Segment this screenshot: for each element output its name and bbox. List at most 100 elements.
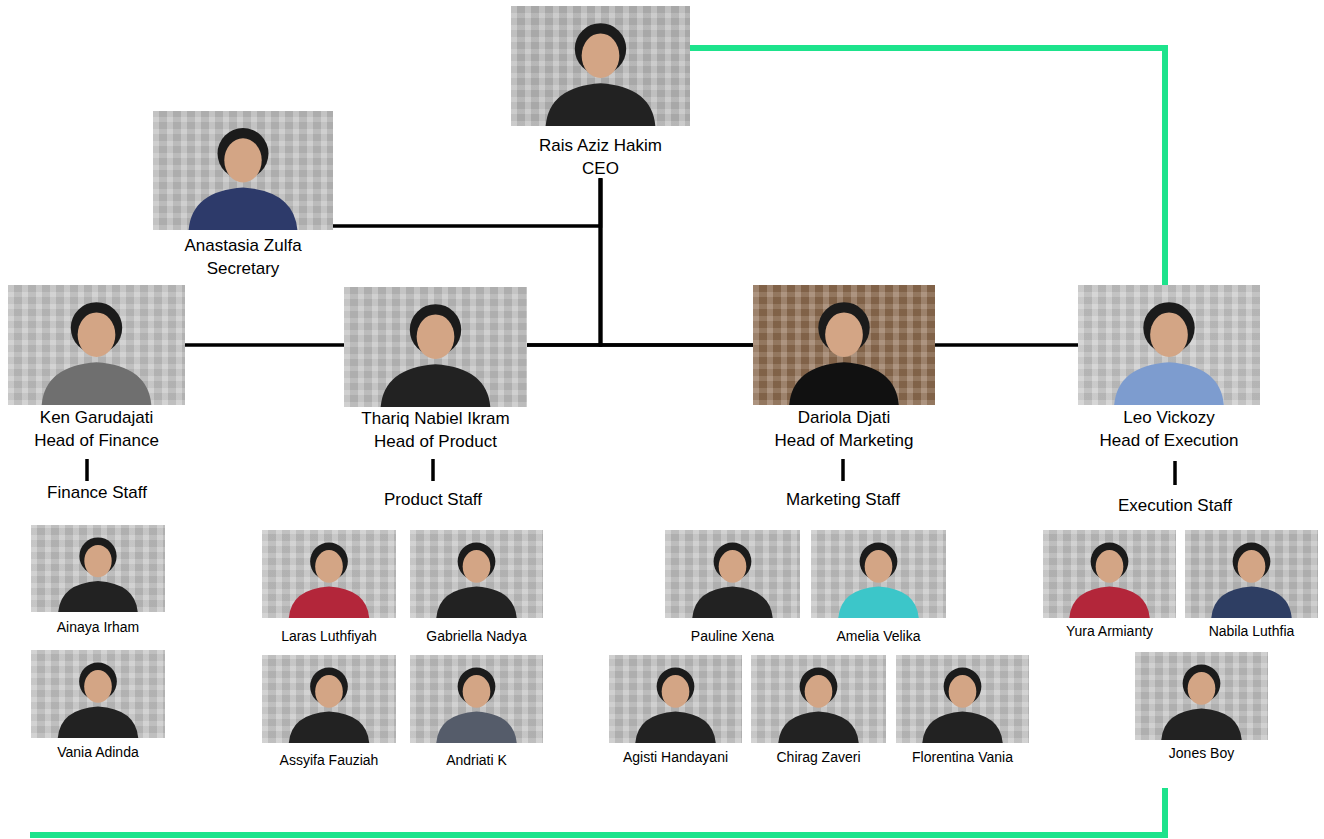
person-silhouette [31, 650, 165, 738]
group-label: Execution Staff [1118, 495, 1232, 517]
portrait-photo [410, 530, 543, 618]
portrait-photo [896, 655, 1029, 743]
person-name: Anastasia Zulfa [184, 234, 301, 257]
staff-card: Agisti Handayani [609, 655, 742, 766]
person-name: Dariola Djati [798, 406, 891, 429]
portrait-photo [410, 655, 543, 743]
reporting-line [527, 180, 601, 345]
person-silhouette [1135, 652, 1268, 740]
person-silhouette [410, 530, 543, 618]
staff-card: Andriati K [410, 655, 543, 769]
portrait-photo [665, 530, 800, 618]
role-title: Head of Finance [34, 429, 159, 452]
staff-card: Laras Luthfiyah [262, 530, 396, 645]
person-silhouette [1078, 285, 1260, 405]
person-card: Leo VickozyHead of Execution [1078, 285, 1260, 452]
reporting-line [601, 180, 754, 345]
staff-card: Amelia Velika [811, 530, 946, 645]
portrait-photo [751, 655, 886, 743]
person-name: Vania Adinda [57, 743, 138, 761]
portrait-photo [753, 285, 935, 405]
staff-card: Ainaya Irham [31, 525, 165, 636]
staff-card: Gabriella Nadya [410, 530, 543, 645]
accent-connector [690, 48, 1165, 285]
person-silhouette [811, 530, 946, 618]
person-name: Laras Luthfiyah [281, 627, 377, 645]
person-silhouette [1043, 530, 1176, 618]
portrait-photo [1135, 652, 1268, 740]
person-card: Anastasia ZulfaSecretary [153, 111, 333, 280]
person-name: Florentina Vania [912, 748, 1013, 766]
portrait-photo [153, 111, 333, 230]
person-card: Dariola DjatiHead of Marketing [753, 285, 935, 452]
person-card: Thariq Nabiel IkramHead of Product [344, 287, 527, 453]
staff-card: Yura Armianty [1043, 530, 1176, 640]
person-name: Chirag Zaveri [776, 748, 860, 766]
role-title: Secretary [207, 257, 280, 280]
role-title: CEO [582, 157, 619, 180]
person-silhouette [753, 285, 935, 405]
group-label: Product Staff [384, 489, 482, 511]
connector-tick [1173, 461, 1177, 485]
staff-card: Florentina Vania [896, 655, 1029, 766]
portrait-photo [8, 285, 185, 405]
person-card: Ken GarudajatiHead of Finance [8, 285, 185, 452]
role-title: Head of Product [374, 430, 497, 453]
person-silhouette [751, 655, 886, 743]
person-name: Gabriella Nadya [426, 627, 526, 645]
person-name: Rais Aziz Hakim [539, 134, 662, 157]
staff-card: Assyifa Fauziah [262, 655, 396, 769]
person-silhouette [1185, 530, 1318, 618]
staff-card: Nabila Luthfia [1185, 530, 1318, 640]
role-title: Head of Execution [1100, 429, 1239, 452]
portrait-photo [31, 650, 165, 738]
person-silhouette [262, 655, 396, 743]
person-silhouette [344, 287, 527, 407]
person-name: Jones Boy [1169, 744, 1234, 762]
person-silhouette [8, 285, 185, 405]
person-silhouette [262, 530, 396, 618]
person-name: Thariq Nabiel Ikram [361, 407, 509, 430]
portrait-photo [609, 655, 742, 743]
accent-bracket [30, 788, 1165, 835]
staff-card: Pauline Xena [665, 530, 800, 645]
person-silhouette [153, 111, 333, 230]
person-silhouette [665, 530, 800, 618]
portrait-photo [344, 287, 527, 407]
connector-tick [841, 459, 845, 481]
person-silhouette [511, 6, 690, 126]
portrait-photo [1078, 285, 1260, 405]
person-name: Assyifa Fauziah [280, 751, 379, 769]
staff-card: Chirag Zaveri [751, 655, 886, 766]
person-name: Andriati K [446, 751, 507, 769]
role-title: Head of Marketing [775, 429, 914, 452]
portrait-photo [262, 655, 396, 743]
portrait-photo [511, 6, 690, 126]
person-silhouette [31, 525, 165, 612]
staff-card: Jones Boy [1135, 652, 1268, 762]
group-label: Finance Staff [47, 482, 147, 504]
person-name: Yura Armianty [1066, 622, 1153, 640]
person-name: Nabila Luthfia [1209, 622, 1295, 640]
portrait-photo [31, 525, 165, 612]
person-name: Agisti Handayani [623, 748, 728, 766]
connector-tick [431, 459, 435, 481]
group-label: Marketing Staff [786, 489, 900, 511]
portrait-photo [1185, 530, 1318, 618]
staff-card: Vania Adinda [31, 650, 165, 761]
person-name: Ken Garudajati [40, 406, 153, 429]
person-name: Pauline Xena [691, 627, 774, 645]
portrait-photo [1043, 530, 1176, 618]
person-card: Rais Aziz HakimCEO [511, 6, 690, 180]
person-silhouette [410, 655, 543, 743]
portrait-photo [811, 530, 946, 618]
person-silhouette [896, 655, 1029, 743]
connector-tick [85, 459, 89, 481]
person-name: Amelia Velika [836, 627, 920, 645]
person-name: Leo Vickozy [1123, 406, 1214, 429]
reporting-line [333, 180, 601, 226]
portrait-photo [262, 530, 396, 618]
person-silhouette [609, 655, 742, 743]
person-name: Ainaya Irham [57, 618, 139, 636]
